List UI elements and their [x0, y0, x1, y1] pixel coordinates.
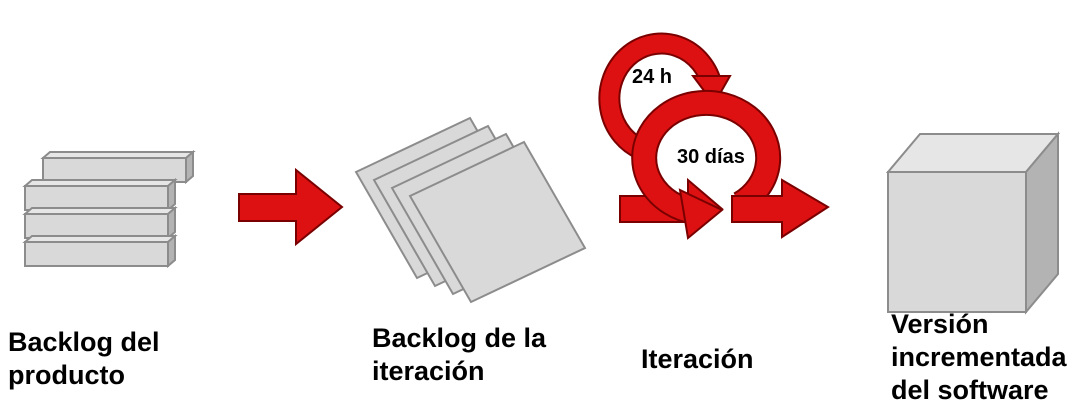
backlog-bar	[40, 149, 196, 185]
increment-caption: Versión incrementada del software	[891, 308, 1067, 407]
right-arrow-icon	[731, 178, 830, 239]
caption-line: Backlog del	[8, 327, 160, 357]
daily-loop-label: 24 h	[632, 66, 672, 88]
stacked-sheets-icon	[354, 116, 587, 304]
caption-line: Iteración	[641, 344, 754, 374]
caption-line: Backlog de la	[372, 323, 547, 353]
caption-line: incrementada	[891, 342, 1067, 372]
backlog-bar	[22, 233, 178, 269]
backlog-bar	[22, 177, 178, 213]
product-backlog-caption: Backlog del producto	[8, 326, 160, 392]
sprint-loop-label: 30 días	[677, 146, 745, 168]
circular-arrow-icon	[631, 89, 782, 240]
caption-line: producto	[8, 360, 125, 390]
backlog-bar	[22, 205, 178, 241]
iteration-cycle: 24 h 30 días	[598, 32, 830, 240]
backlog-sheet	[408, 140, 587, 304]
caption-line: del software	[891, 375, 1049, 405]
right-arrow-icon	[238, 167, 344, 247]
iteration-backlog-caption: Backlog de la iteración	[372, 322, 546, 388]
caption-line: Versión	[891, 309, 989, 339]
iteration-caption: Iteración	[641, 343, 754, 376]
caption-line: iteración	[372, 356, 485, 386]
cube-icon	[885, 131, 1061, 315]
stacked-bars-icon	[22, 149, 196, 269]
